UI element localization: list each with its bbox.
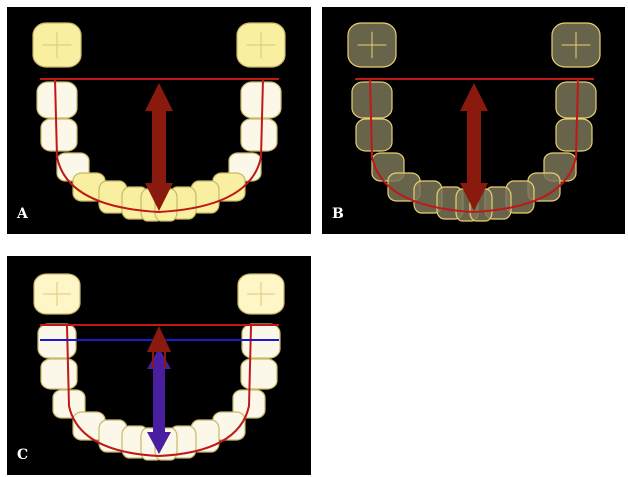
panel-c: C (7, 256, 311, 475)
panel-label: C (17, 447, 28, 463)
tooth (241, 359, 277, 389)
dental-arch-diagram-b (322, 7, 625, 234)
panel-a: A (7, 7, 311, 234)
panel-b: B (322, 7, 625, 234)
dental-arch-diagram-c (7, 256, 311, 475)
tooth (352, 82, 392, 118)
tooth (241, 119, 277, 151)
dental-arch-diagram-a (7, 7, 311, 234)
tooth (41, 359, 77, 389)
panel-label: A (17, 206, 28, 222)
tooth (356, 119, 392, 151)
tooth (241, 82, 281, 118)
tooth (556, 119, 592, 151)
tooth (41, 119, 77, 151)
depth-arrow-blue (147, 348, 171, 454)
tooth (37, 82, 77, 118)
tooth (556, 82, 596, 118)
panel-label: B (332, 206, 344, 222)
